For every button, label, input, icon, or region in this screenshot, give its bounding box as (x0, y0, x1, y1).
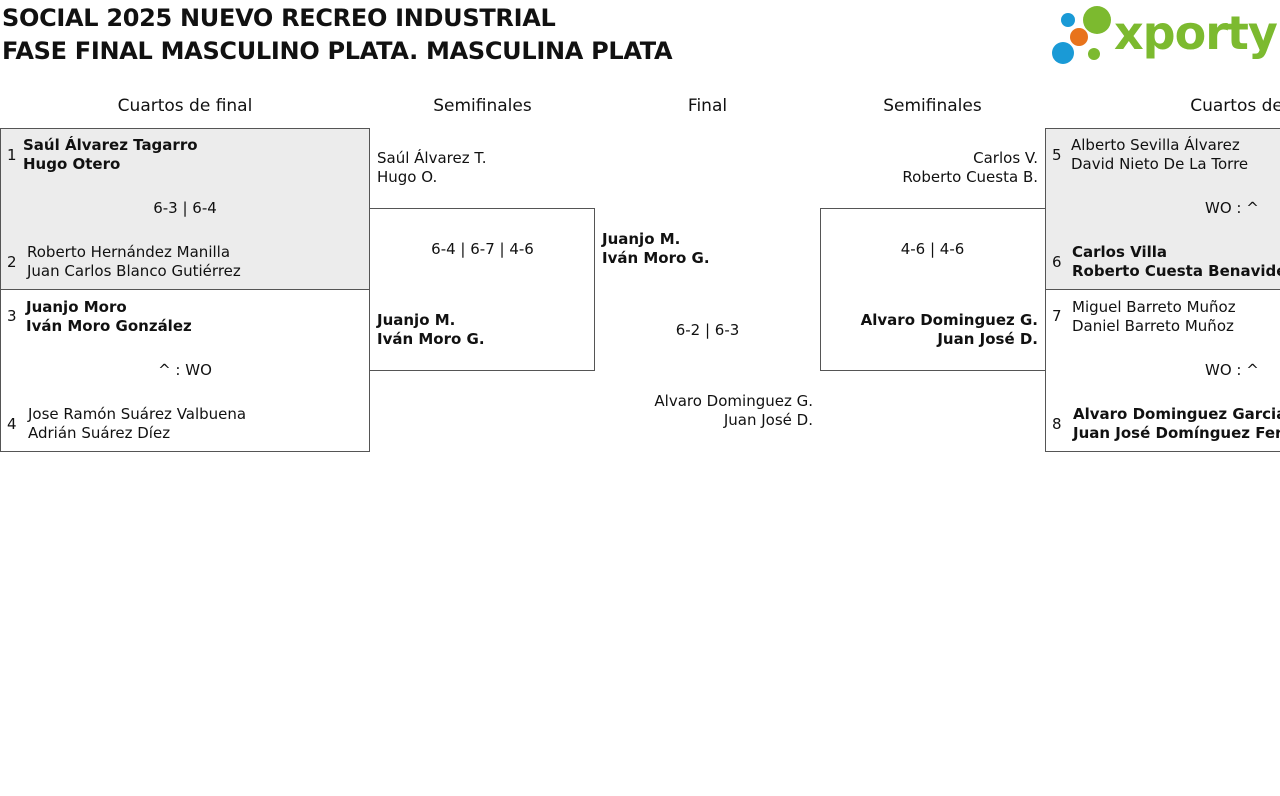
player-name: Roberto Cuesta Benavides (1072, 262, 1280, 280)
player-name: David Nieto De La Torre (1071, 155, 1249, 173)
seed-number: 5 (1052, 146, 1062, 164)
player-name: Juan José Domínguez Ferna (1073, 424, 1280, 442)
match-score: 6-4 | 6-7 | 4-6 (431, 240, 534, 258)
seed-number: 1 (7, 146, 17, 164)
player-name: Carlos V. (973, 149, 1038, 167)
seed-number: 2 (7, 253, 17, 271)
match-score: WO : ^ (1205, 199, 1259, 217)
player-name: Daniel Barreto Muñoz (1072, 317, 1234, 335)
seed-number: 8 (1052, 415, 1062, 433)
logo-dot-green-small (1088, 48, 1100, 60)
player-name: Alberto Sevilla Álvarez (1071, 136, 1240, 154)
match-box-qf3[interactable] (1045, 128, 1280, 290)
column-header-right-quarterfinals: Cuartos de fin (1190, 96, 1280, 116)
player-name: Alvaro Dominguez G. (654, 392, 813, 410)
player-name: Jose Ramón Suárez Valbuena (28, 405, 247, 423)
player-name: Saúl Álvarez Tagarro (23, 136, 198, 154)
column-header-left-quarterfinals: Cuartos de final (117, 96, 253, 116)
player-name: Iván Moro G. (602, 249, 710, 267)
player-name: Juanjo Moro (26, 298, 127, 316)
seed-number: 4 (7, 415, 17, 433)
logo-dot-blue (1052, 42, 1074, 64)
match-score: 4-6 | 4-6 (900, 240, 965, 258)
seed-number: 3 (7, 307, 17, 325)
player-name: Juan Carlos Blanco Gutiérrez (27, 262, 241, 280)
match-box-sf1[interactable] (369, 208, 595, 371)
match-box-qf4[interactable] (1045, 289, 1280, 452)
player-name: Juan José D. (937, 330, 1038, 348)
player-name: Iván Moro González (26, 317, 192, 335)
player-name: Miguel Barreto Muñoz (1072, 298, 1236, 316)
player-name: Adrián Suárez Díez (28, 424, 171, 442)
player-name: Alvaro Dominguez G. (860, 311, 1038, 329)
player-name: Iván Moro G. (377, 330, 485, 348)
player-name: Juanjo M. (602, 230, 681, 248)
player-name: Roberto Cuesta B. (902, 168, 1038, 186)
column-header-left-semifinals: Semifinales (433, 96, 532, 116)
column-header-final: Final (687, 96, 728, 116)
match-score: 6-3 | 6-4 (153, 199, 217, 217)
player-name: Saúl Álvarez T. (377, 149, 487, 167)
player-name: Juanjo M. (377, 311, 456, 329)
match-score: ^ : WO (158, 361, 212, 379)
player-name: Hugo Otero (23, 155, 121, 173)
match-score: WO : ^ (1205, 361, 1259, 379)
seed-number: 7 (1052, 307, 1062, 325)
match-box-qf1[interactable] (0, 128, 370, 290)
player-name: Roberto Hernández Manilla (27, 243, 231, 261)
logo-dot-orange (1070, 28, 1088, 46)
logo-dot-green (1083, 6, 1111, 34)
logo-dot-blue-small (1061, 13, 1075, 27)
seed-number: 6 (1052, 253, 1062, 271)
final-score: 6-2 | 6-3 (675, 321, 740, 339)
player-name: Juan José D. (723, 411, 813, 429)
column-header-right-semifinals: Semifinales (883, 96, 982, 116)
player-name: Hugo O. (377, 168, 438, 186)
logo-text: xporty (1114, 6, 1278, 60)
player-name: Carlos Villa (1072, 243, 1168, 261)
xporty-logo: xporty (1050, 4, 1278, 68)
draw-title: FASE FINAL MASCULINO PLATA. MASCULINA PL… (2, 37, 673, 65)
player-name: Alvaro Dominguez Garcia (1073, 405, 1280, 423)
tournament-title: SOCIAL 2025 NUEVO RECREO INDUSTRIAL (2, 4, 556, 32)
